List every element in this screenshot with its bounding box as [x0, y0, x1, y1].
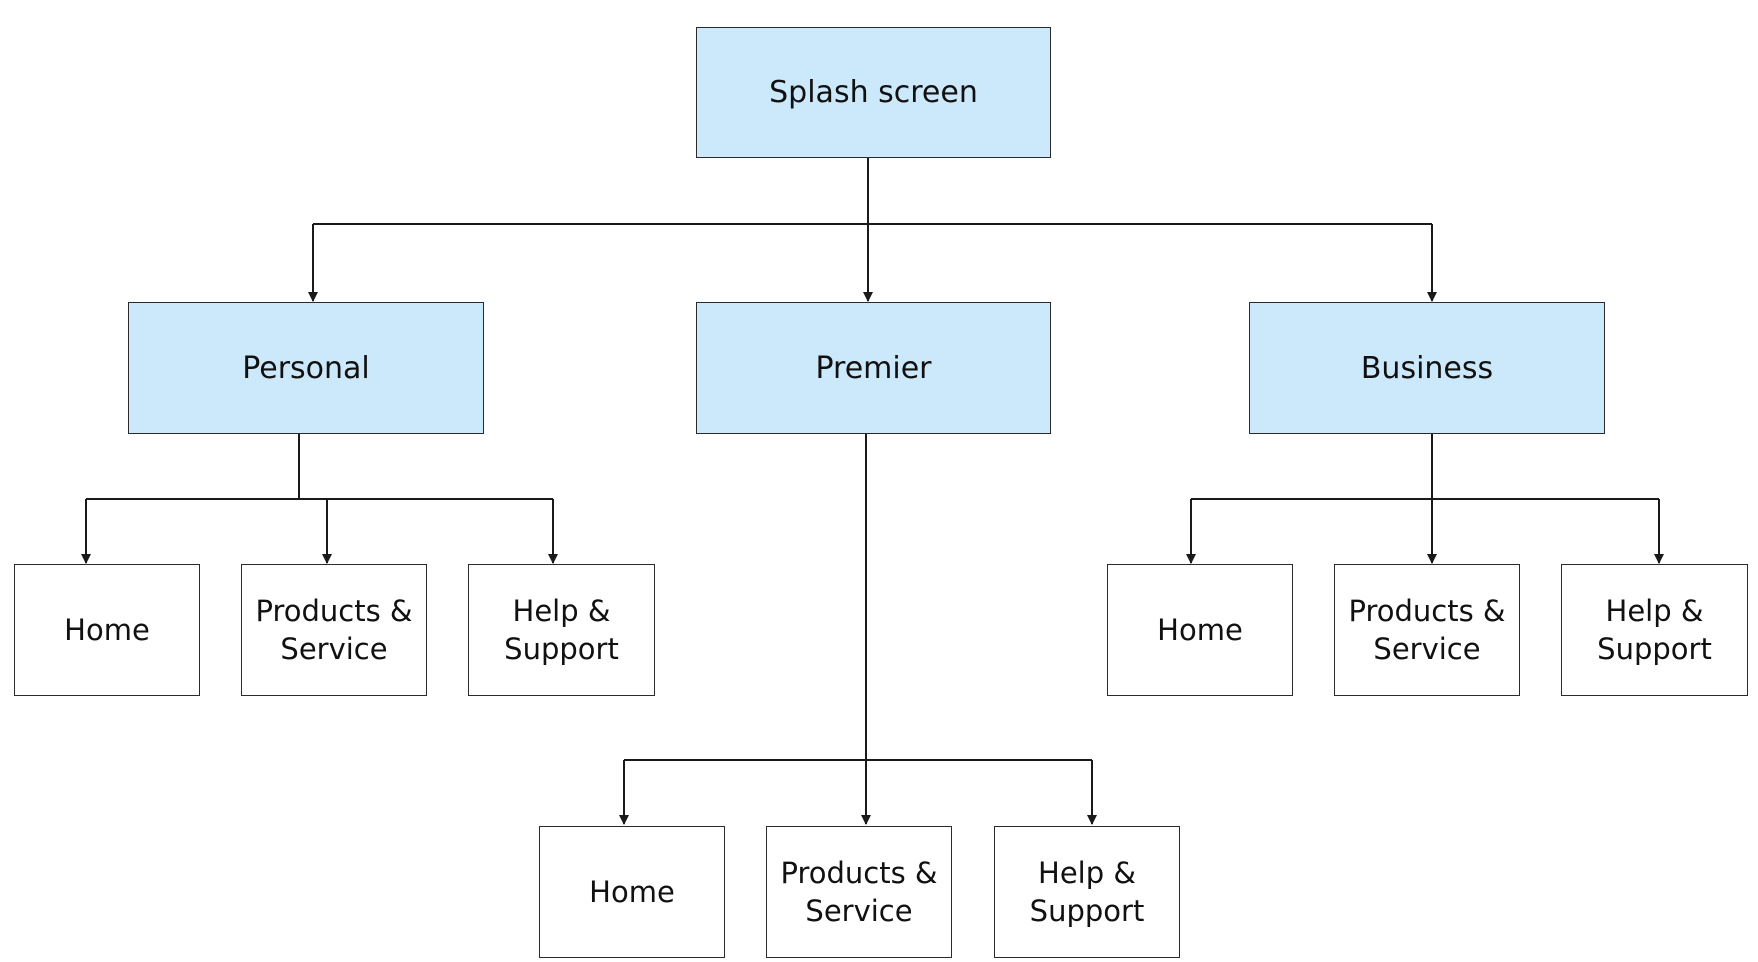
personal-products-service-node: Products & Service — [241, 564, 427, 696]
personal-products-service-label: Products & Service — [255, 594, 413, 666]
splash-screen-node: Splash screen — [696, 27, 1051, 158]
premier-home-label: Home — [589, 875, 675, 909]
business-label: Business — [1360, 350, 1494, 386]
personal-home-node: Home — [14, 564, 200, 696]
premier-help-support-label: Help & Support — [1029, 856, 1145, 928]
premier-node: Premier — [696, 302, 1051, 434]
premier-products-service-label: Products & Service — [780, 856, 938, 928]
premier-label: Premier — [815, 350, 932, 386]
premier-products-service-node: Products & Service — [766, 826, 952, 958]
splash-screen-label: Splash screen — [769, 75, 978, 110]
personal-help-support-label: Help & Support — [504, 594, 619, 666]
premier-home-node: Home — [539, 826, 725, 958]
business-node: Business — [1249, 302, 1605, 434]
personal-node: Personal — [128, 302, 484, 434]
business-home-label: Home — [1157, 613, 1243, 647]
personal-home-label: Home — [64, 613, 150, 647]
business-help-support-label: Help & Support — [1597, 594, 1712, 666]
premier-help-support-node: Help & Support — [994, 826, 1180, 958]
personal-help-support-node: Help & Support — [468, 564, 655, 696]
business-products-service-node: Products & Service — [1334, 564, 1520, 696]
business-products-service-label: Products & Service — [1348, 594, 1506, 666]
business-home-node: Home — [1107, 564, 1293, 696]
personal-label: Personal — [242, 350, 370, 386]
business-help-support-node: Help & Support — [1561, 564, 1748, 696]
